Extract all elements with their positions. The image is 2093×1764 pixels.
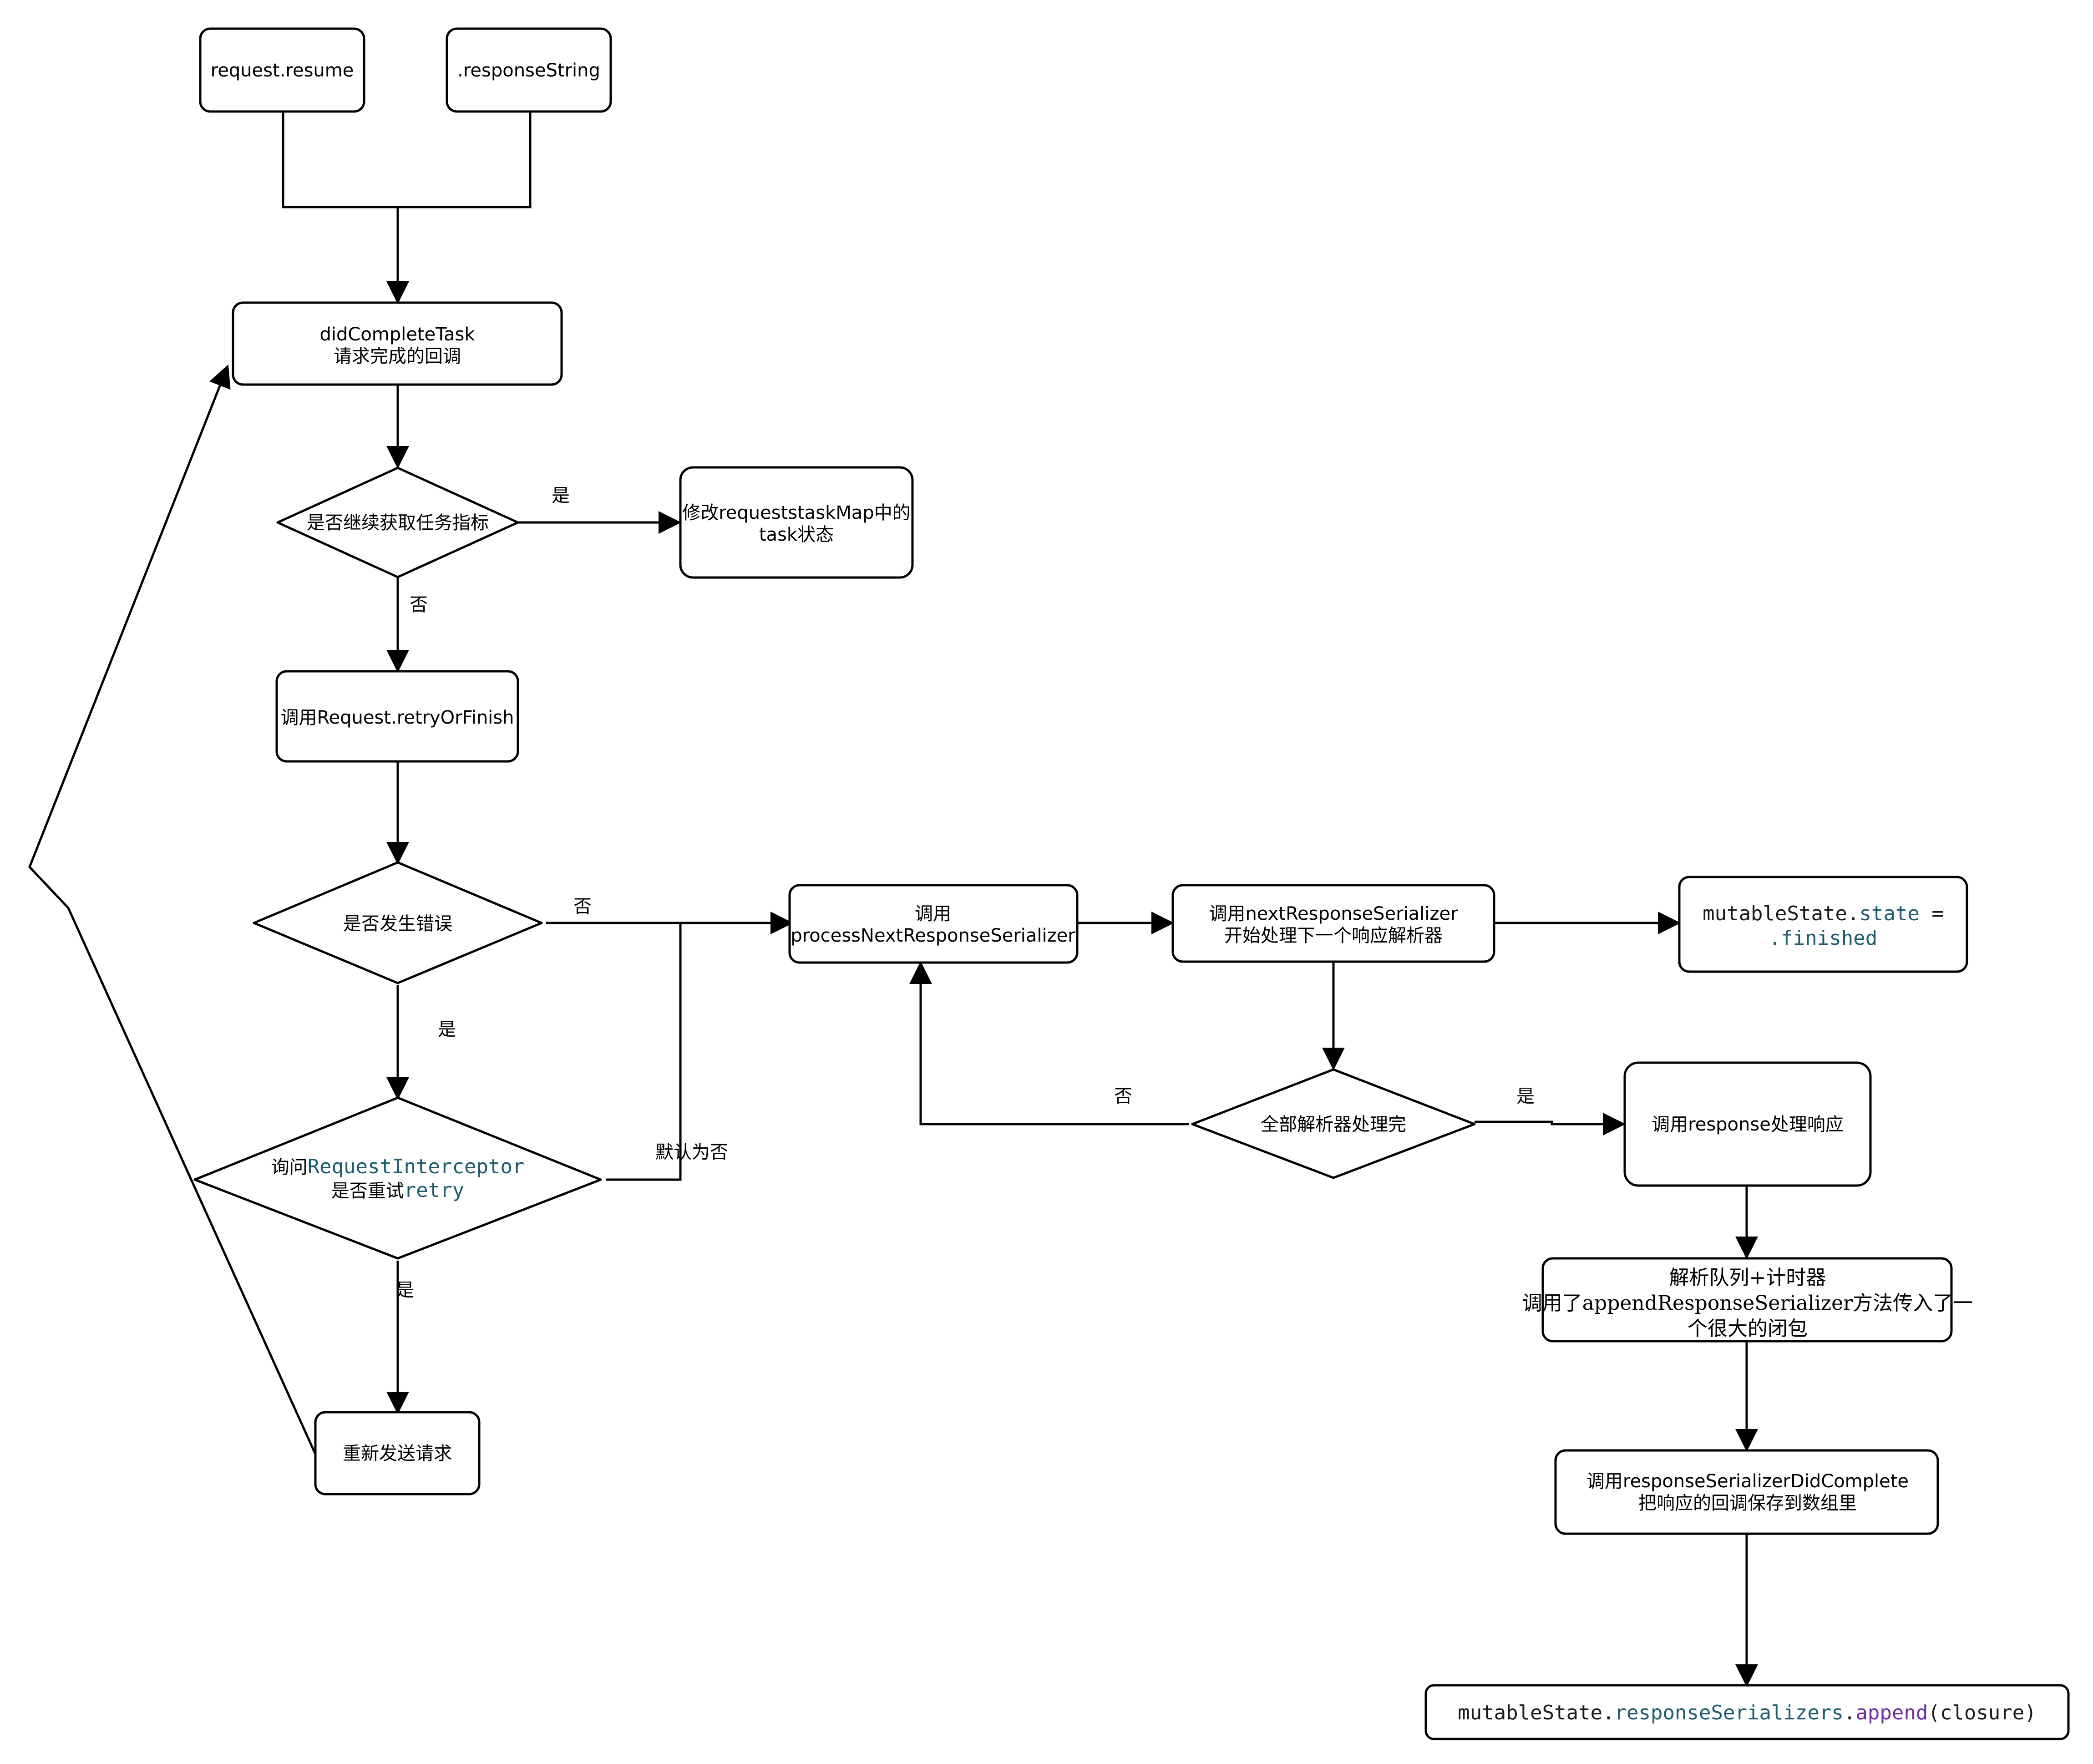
label-error-no: 否 — [573, 896, 592, 917]
node-modify-task-map-line2: task状态 — [759, 524, 834, 545]
node-call-response-label: 调用response处理响应 — [1652, 1114, 1844, 1135]
node-response-string-label: .responseString — [457, 60, 600, 81]
node-parse-queue-line3: 个很大的闭包 — [1688, 1317, 1808, 1340]
edge-alldone-yes — [1475, 1113, 1626, 1135]
label-retry-yes: 是 — [396, 1280, 414, 1301]
node-parse-queue: 解析队列+计时器 调用了appendResponseSerializer方法传入… — [1522, 1257, 1973, 1343]
node-modify-task-map: 修改requeststaskMap中的 task状态 — [679, 466, 914, 579]
node-next-serializer-line1: 调用nextResponseSerializer — [1209, 903, 1458, 924]
node-ask-interceptor-line1: 询问RequestInterceptor — [271, 1155, 525, 1178]
node-mutable-state-finished: mutableState.state = .finished — [1678, 876, 1968, 973]
node-next-serializer: 调用nextResponseSerializer 开始处理下一个响应解析器 — [1171, 884, 1495, 963]
edges — [28, 112, 1758, 1687]
node-request-resume-label: request.resume — [211, 60, 354, 81]
node-append-closure: mutableState.responseSerializers.append(… — [1424, 1684, 2070, 1740]
label-default-no: 默认为否 — [655, 1142, 728, 1163]
node-all-done: 全部解析器处理完 — [1191, 1068, 1476, 1179]
node-append-closure-label: mutableState.responseSerializers.append(… — [1458, 1701, 2037, 1724]
node-error-occurred-label: 是否发生错误 — [343, 913, 452, 934]
node-did-complete-line1: 调用responseSerializerDidComplete — [1586, 1471, 1909, 1492]
node-did-complete-task-line2: 请求完成的回调 — [334, 346, 461, 367]
label-error-yes: 是 — [438, 1019, 456, 1040]
label-metrics-yes: 是 — [552, 485, 570, 506]
node-retry-or-finish-label: 调用Request.retryOrFinish — [281, 707, 514, 728]
node-process-next-line1: 调用 — [915, 903, 951, 924]
node-did-complete: 调用responseSerializerDidComplete 把响应的回调保存… — [1554, 1449, 1939, 1535]
node-call-response: 调用response处理响应 — [1623, 1061, 1872, 1187]
node-ask-interceptor-line2: 是否重试retry — [331, 1179, 464, 1202]
node-mutable-state-finished-line1: mutableState.state = — [1703, 902, 1944, 925]
label-alldone-yes: 是 — [1516, 1086, 1535, 1107]
edge-interceptor-default-no — [606, 923, 682, 1181]
label-metrics-no: 否 — [410, 594, 428, 615]
node-parse-queue-line2: 调用了appendResponseSerializer方法传入了一 — [1522, 1292, 1973, 1315]
node-process-next: 调用 processNextResponseSerializer — [788, 884, 1079, 964]
node-retry-or-finish: 调用Request.retryOrFinish — [275, 670, 519, 763]
node-continue-metrics-label: 是否继续获取任务指标 — [307, 512, 489, 533]
node-all-done-label: 全部解析器处理完 — [1261, 1114, 1406, 1135]
node-ask-interceptor: 询问RequestInterceptor 是否重试retry — [193, 1096, 602, 1260]
node-did-complete-task: didCompleteTask 请求完成的回调 — [232, 301, 563, 386]
label-alldone-no: 否 — [1114, 1086, 1132, 1107]
edge-alldone-no — [909, 961, 1189, 1125]
node-process-next-line2: processNextResponseSerializer — [791, 925, 1075, 946]
edge-labels: 是 否 否 是 默认为否 是 否 是 — [396, 485, 1535, 1301]
node-response-string: .responseString — [446, 27, 612, 113]
node-resend-request-label: 重新发送请求 — [343, 1443, 452, 1464]
node-error-occurred: 是否发生错误 — [253, 861, 543, 984]
node-did-complete-line2: 把响应的回调保存到数组里 — [1638, 1493, 1857, 1514]
edge-resend-loop — [28, 364, 317, 1455]
node-mutable-state-finished-line2: .finished — [1769, 927, 1877, 950]
node-parse-queue-line1: 解析队列+计时器 — [1669, 1266, 1826, 1289]
node-did-complete-task-line1: didCompleteTask — [320, 324, 476, 345]
node-request-resume: request.resume — [199, 27, 365, 113]
node-continue-metrics: 是否继续获取任务指标 — [276, 466, 519, 578]
edge-resume-merge — [282, 112, 532, 208]
node-resend-request: 重新发送请求 — [314, 1411, 481, 1495]
node-modify-task-map-line1: 修改requeststaskMap中的 — [682, 502, 911, 523]
node-next-serializer-line2: 开始处理下一个响应解析器 — [1224, 925, 1443, 946]
